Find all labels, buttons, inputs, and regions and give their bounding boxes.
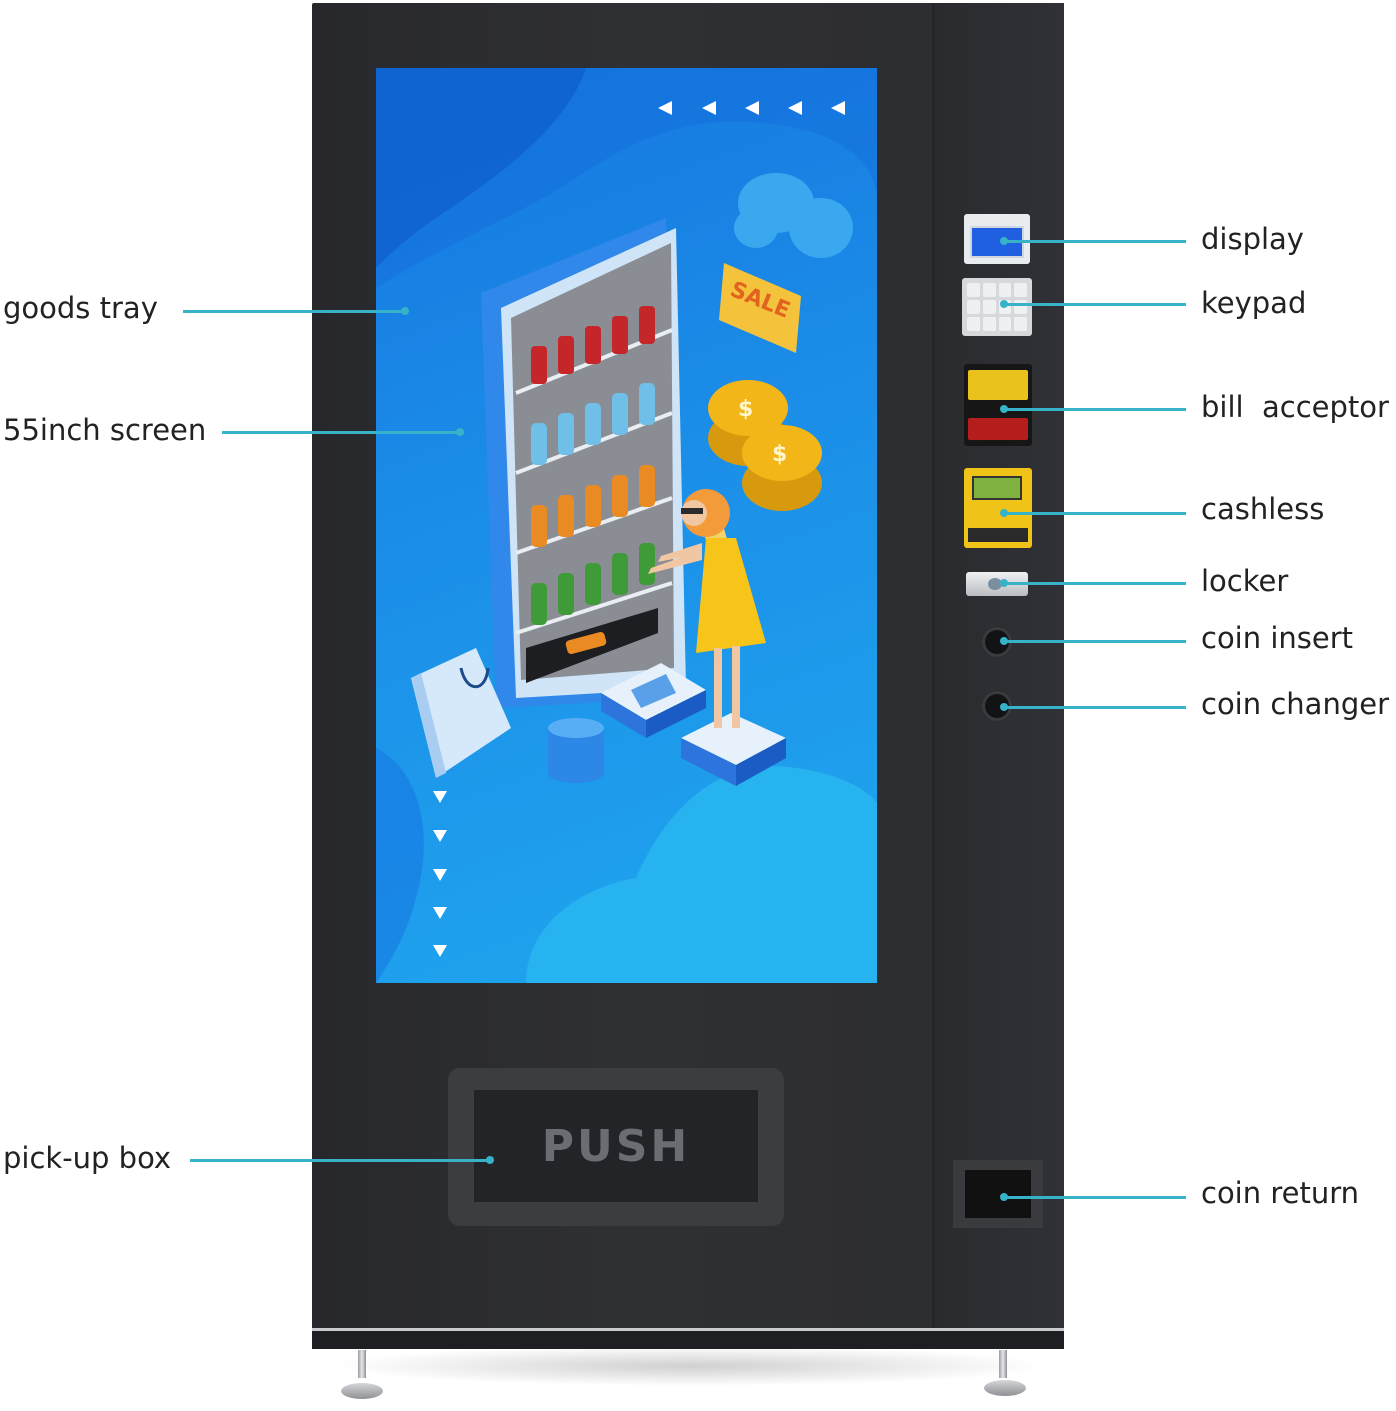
right-foot-rod: [999, 1350, 1007, 1378]
callout-label-cashless: cashless: [1201, 492, 1325, 526]
bottom-left-blob: [376, 748, 424, 983]
card-slot[interactable]: [968, 528, 1028, 542]
upper-wave: [376, 68, 877, 288]
arrow-column-down: [433, 791, 447, 957]
payment-panel: [935, 3, 1064, 1328]
pick-up-box-door[interactable]: PUSH: [474, 1090, 758, 1202]
lock-icon: [988, 578, 1002, 590]
callout-label-coin-return: coin return: [1201, 1176, 1360, 1210]
leader-line-locker: [1004, 582, 1186, 585]
keypad-key[interactable]: [967, 317, 980, 331]
screen-illustration: SALE $ $: [376, 68, 877, 983]
shelf-row-red: [531, 306, 655, 384]
standing-platform: [681, 713, 786, 786]
leader-line-display: [1004, 240, 1186, 243]
leader-line-cashless: [1004, 512, 1186, 515]
leader-line-55inch-screen: [222, 431, 460, 434]
leader-line-bill-acceptor: [1004, 408, 1186, 411]
keypad-key[interactable]: [982, 300, 996, 314]
sale-sign: SALE: [719, 263, 801, 353]
shopping-bag-icon: [411, 648, 511, 778]
leader-line-coin-changer: [1004, 706, 1186, 709]
shelf-row-water: [531, 383, 655, 465]
shelf-row-green: [531, 543, 655, 625]
data-cylinder-icon: [548, 718, 604, 783]
coin-stack-icon: $ $: [708, 380, 822, 511]
callout-label-goods-tray: goods tray: [3, 291, 158, 325]
person-figure: [648, 489, 766, 728]
arrow-row-top: [658, 101, 845, 115]
keypad-key[interactable]: [967, 283, 980, 297]
base-trim: [312, 1328, 1064, 1331]
right-foot-pad: [984, 1380, 1026, 1396]
keypad-key[interactable]: [982, 317, 996, 331]
leader-line-keypad: [1004, 303, 1186, 306]
callout-label-55inch-screen: 55inch screen: [3, 413, 207, 447]
callout-label-coin-changer: coin changer: [1201, 687, 1389, 721]
callout-label-locker: locker: [1201, 564, 1289, 598]
callout-label-coin-insert: coin insert: [1201, 621, 1354, 655]
leader-line-coin-return: [1004, 1196, 1186, 1199]
keypad-key[interactable]: [1014, 317, 1027, 331]
callout-label-bill-acceptor: bill acceptor: [1201, 390, 1389, 424]
leader-dot-55inch-screen: [456, 428, 464, 436]
coin-return-slot[interactable]: [965, 1170, 1031, 1218]
callout-label-pick-up-box: pick-up box: [3, 1141, 172, 1175]
illustrated-machine: [481, 218, 686, 708]
shelf-row-orange: [531, 465, 655, 547]
keypad-key[interactable]: [998, 283, 1012, 297]
top-left-blob: [376, 68, 586, 268]
callout-label-display: display: [1201, 222, 1304, 256]
cloud-icon: [734, 173, 853, 258]
bottom-right-blob: [526, 766, 877, 983]
bill-acceptor-face: [968, 370, 1028, 400]
svg-text:$: $: [738, 397, 753, 422]
panel-divider: [932, 3, 935, 1328]
keypad-key[interactable]: [998, 317, 1012, 331]
keypad-key[interactable]: [982, 283, 996, 297]
bill-slot[interactable]: [968, 418, 1028, 440]
leader-line-pick-up-box: [190, 1159, 490, 1162]
keypad-key[interactable]: [967, 300, 980, 314]
push-label: PUSH: [541, 1120, 691, 1172]
cashless-screen: [972, 476, 1022, 500]
left-foot-pad: [341, 1383, 383, 1399]
leader-dot-goods-tray: [401, 307, 409, 315]
floor-shadow: [330, 1346, 1050, 1386]
touch-screen[interactable]: SALE $ $: [376, 68, 877, 983]
keypad-unit[interactable]: [962, 278, 1032, 336]
callout-label-keypad: keypad: [1201, 286, 1307, 320]
leader-line-coin-insert: [1004, 640, 1186, 643]
basket-platform: [601, 663, 706, 738]
leader-dot-pick-up-box: [486, 1156, 494, 1164]
leader-line-goods-tray: [183, 310, 405, 313]
left-foot-rod: [358, 1350, 366, 1378]
base-plinth: [312, 1331, 1064, 1349]
keypad-key[interactable]: [1014, 283, 1027, 297]
svg-text:$: $: [772, 442, 787, 467]
